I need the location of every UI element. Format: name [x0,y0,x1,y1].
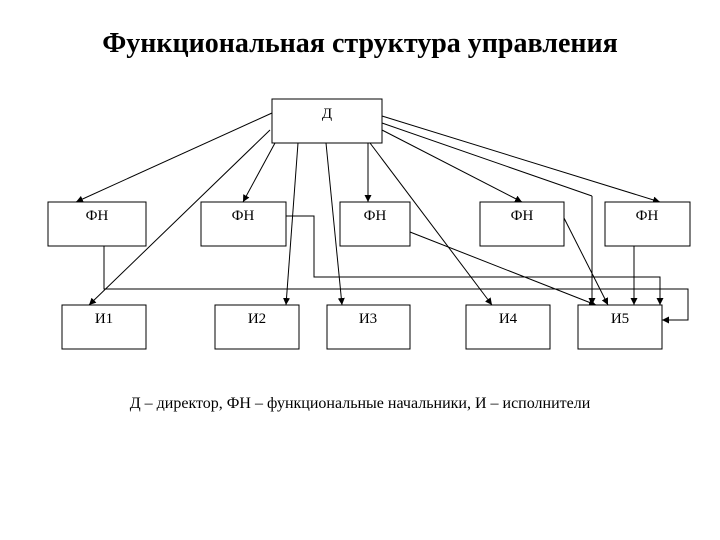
node-fn-3: ФН [339,201,411,247]
edge-director-fn5 [381,115,661,204]
node-executor-5-label: И5 [611,311,629,327]
edge-director-i2 [283,142,299,306]
node-executor-2-label: И2 [248,311,266,327]
node-executor-3: И3 [326,304,411,350]
edge-director-i3 [325,142,345,306]
node-executor-1-label: И1 [95,311,113,327]
edge-fn2-i5 [286,215,664,305]
node-fn-4-label: ФН [511,208,534,224]
node-fn-1: ФН [47,201,147,247]
node-fn-3-label: ФН [364,208,387,224]
node-fn-5-label: ФН [636,208,659,224]
edge-director-fn4 [381,129,523,203]
edge-fn1-i5 [103,246,689,324]
edge-fn3-i5 [409,231,597,306]
edge-director-fn2 [242,142,276,203]
node-executor-5: И5 [577,304,663,350]
edge-director-i5 [381,122,593,197]
node-fn-5: ФН [604,201,691,247]
node-fn-2-label: ФН [232,208,255,224]
node-director: Д [271,98,383,144]
edges [75,112,689,324]
node-executor-1: И1 [61,304,147,350]
node-executor-2: И2 [214,304,300,350]
node-fn-2: ФН [200,201,287,247]
node-director-label: Д [322,106,332,122]
diagram-legend: Д – директор, ФН – функциональные началь… [129,395,591,412]
edge-fn4-i5 [563,217,609,306]
edge-director-i1 [88,129,271,306]
node-executor-4-label: И4 [499,311,518,327]
node-fn-1-label: ФН [86,208,109,224]
node-executor-3-label: И3 [359,311,377,327]
diagram-title: Функциональная структура управления [102,28,618,59]
node-executor-4: И4 [465,304,551,350]
edge-director-i4 [369,142,493,306]
edge-director-fn1 [75,112,273,203]
node-fn-4: ФН [479,201,565,247]
